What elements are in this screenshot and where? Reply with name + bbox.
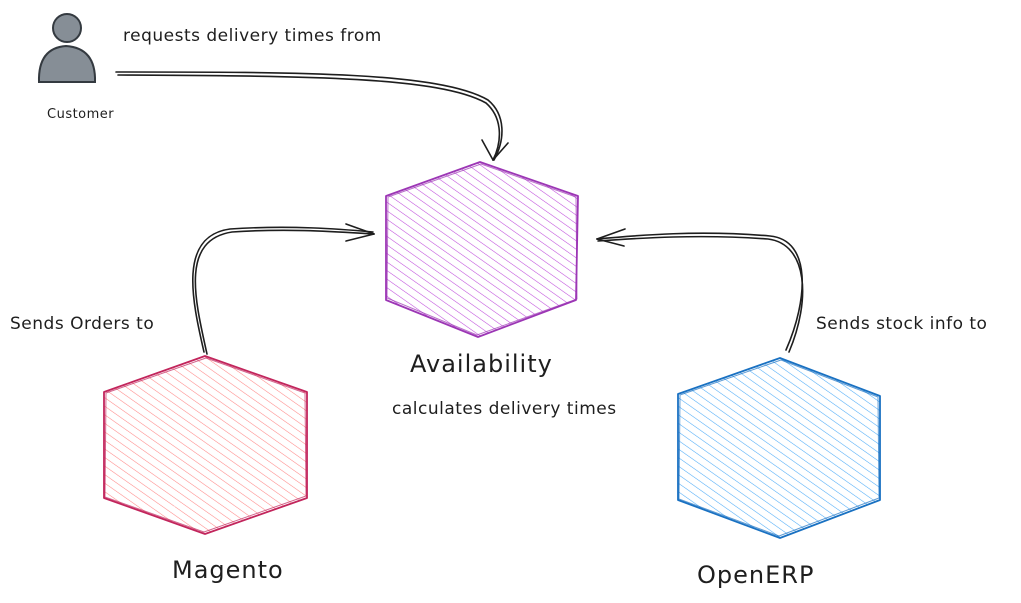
person-icon <box>37 13 97 83</box>
edge-label-sends-stock: Sends stock info to <box>816 314 988 334</box>
magento-hexagon <box>103 355 308 535</box>
edge-label-requests: requests delivery times from <box>123 26 382 46</box>
arrow-openerp-to-availability <box>596 228 804 353</box>
arrow-customer-to-availability <box>115 71 509 161</box>
availability-hexagon <box>385 161 579 338</box>
edge-label-sends-orders: Sends Orders to <box>10 314 155 334</box>
openerp-hexagon <box>677 357 881 539</box>
availability-subtitle: calculates delivery times <box>392 399 617 419</box>
magento-title: Magento <box>172 556 284 584</box>
customer-label: Customer <box>47 107 115 122</box>
availability-title: Availability <box>410 350 553 378</box>
openerp-title: OpenERP <box>697 561 815 589</box>
arrow-magento-to-availability <box>192 223 375 355</box>
